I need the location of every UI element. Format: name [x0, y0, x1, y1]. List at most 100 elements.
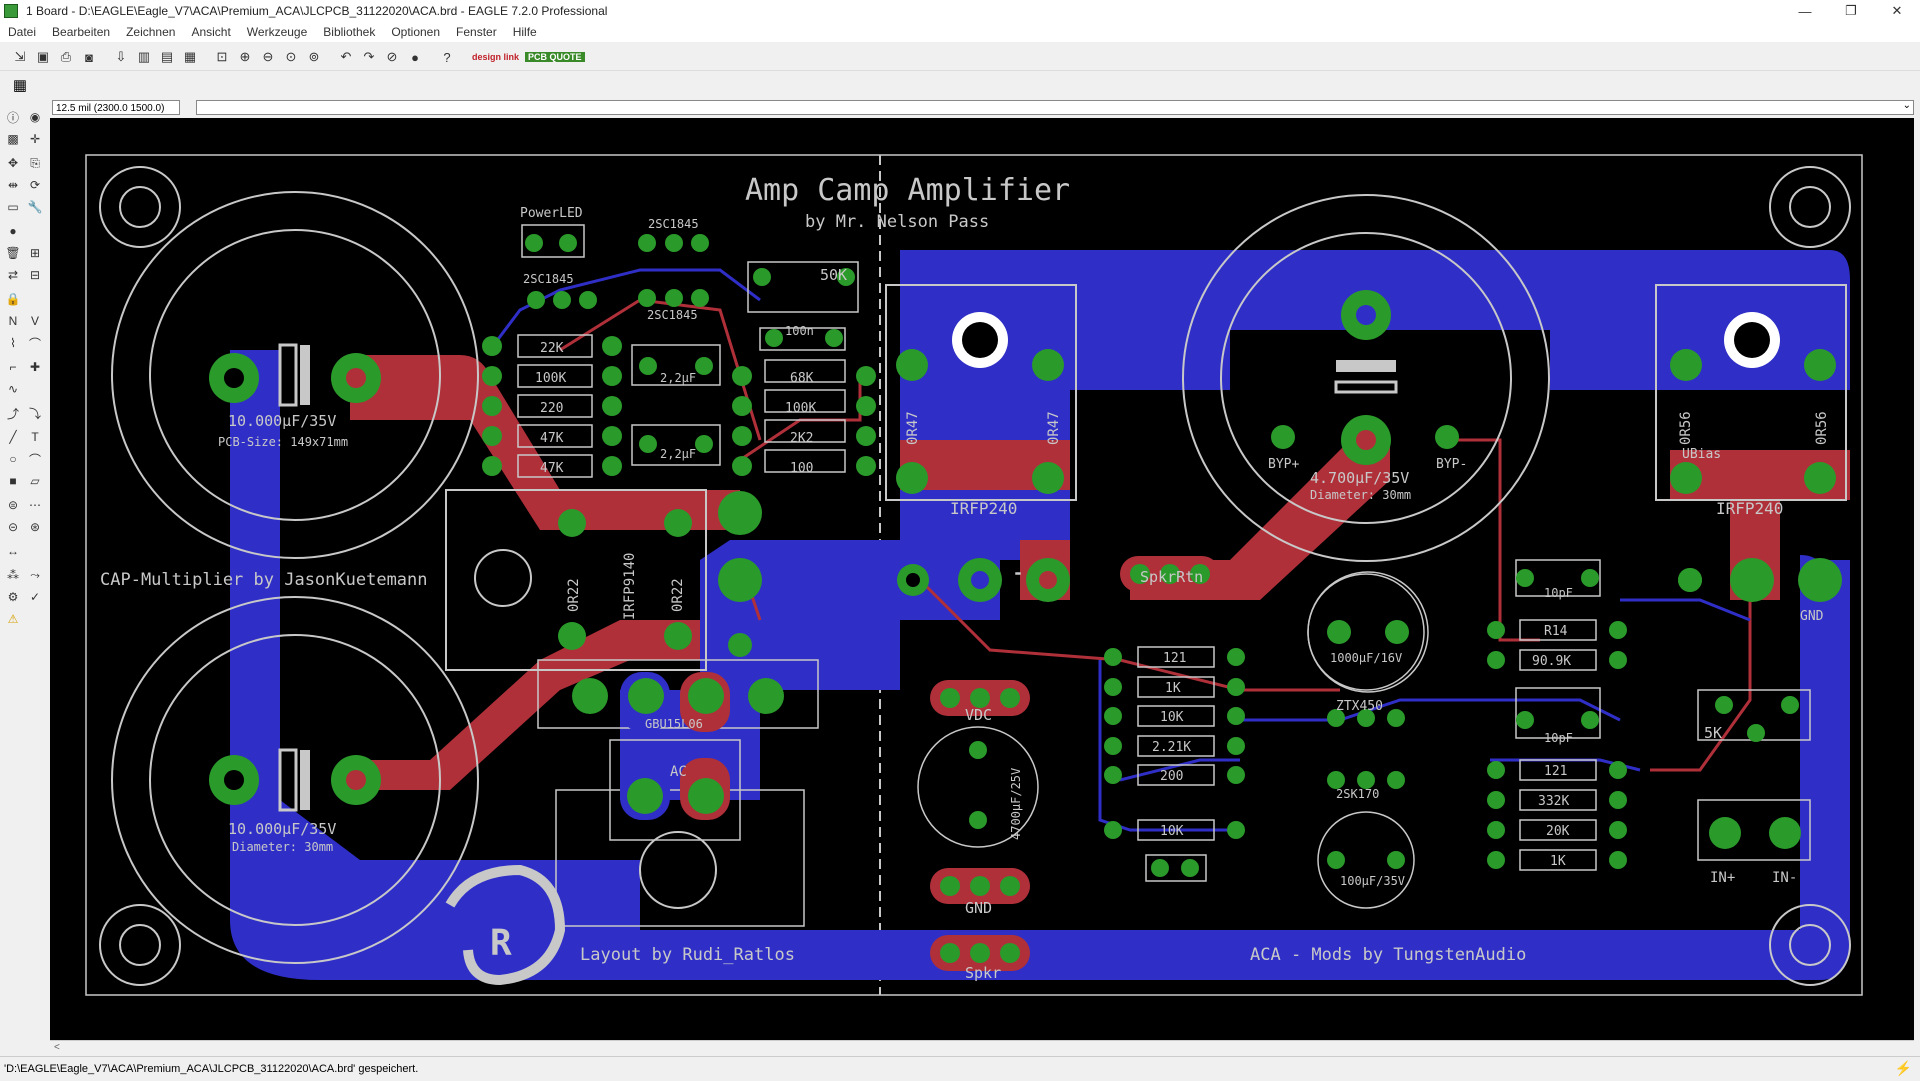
ratsnest-icon[interactable]: ⁂ [7, 568, 19, 582]
horizontal-scrollbar[interactable]: < [50, 1040, 1914, 1057]
menu-ansicht[interactable]: Ansicht [191, 25, 231, 39]
split-icon[interactable]: ⌇ [10, 336, 16, 350]
mirror-icon[interactable]: ⇹ [7, 178, 19, 192]
copy-icon[interactable]: ⎘ [30, 155, 40, 170]
signal-icon[interactable]: ⋯ [29, 498, 41, 512]
menu-datei[interactable]: Datei [8, 25, 37, 39]
dimension-icon[interactable]: ↔ [7, 544, 19, 558]
mark-icon[interactable]: ✛ [29, 132, 41, 146]
ripup-icon[interactable]: ⤵ [28, 406, 41, 421]
mounting-holes [99, 166, 1851, 986]
zoom-select-icon[interactable]: ⊚ [308, 49, 320, 64]
board-icon[interactable]: ▤ [160, 49, 174, 64]
tool-palette: ⓘ ◉ ▩ ✛ ✥ ⎘ ⇹ ⟳ ▭ 🔧 ● 🗑 ⊞ ⇄ ⊟ 🔒 N V ⌇ ⌒ … [0, 108, 50, 1040]
smash-icon[interactable]: ✚ [29, 360, 41, 374]
paste-icon[interactable]: ● [9, 224, 17, 238]
c100u-label: 100µF/35V [1340, 874, 1405, 888]
designlink-button[interactable]: design link [472, 52, 520, 62]
info-icon[interactable]: ⓘ [6, 110, 19, 125]
r056-b-label: 0R56 [1814, 411, 1830, 445]
display-icon[interactable]: ▩ [7, 132, 19, 146]
value-icon[interactable]: V [30, 314, 39, 328]
help-icon[interactable]: ? [443, 49, 451, 65]
irfp-right-label: IRFP240 [1716, 499, 1783, 518]
miter-icon[interactable]: ⌒ [28, 336, 41, 351]
autorouter-icon[interactable]: ⤳ [30, 567, 40, 582]
zoom-in-icon[interactable]: ⊕ [239, 49, 251, 64]
open-icon[interactable]: ⇲ [14, 49, 26, 64]
group-icon[interactable]: ▭ [7, 200, 19, 214]
grid-bar: ▦ [0, 70, 1920, 99]
rect-icon[interactable]: ■ [9, 474, 17, 488]
meander-icon[interactable]: ∿ [7, 382, 19, 396]
r121-a-label: 121 [1163, 651, 1186, 666]
r056-a-label: 0R56 [1678, 411, 1694, 445]
change-icon[interactable]: 🔧 [27, 200, 43, 214]
menu-zeichnen[interactable]: Zeichnen [126, 25, 176, 39]
zoom-redraw-icon[interactable]: ⊙ [285, 49, 297, 64]
zoom-fit-icon[interactable]: ⊡ [216, 49, 228, 64]
rotate-icon[interactable]: ⟳ [29, 178, 41, 192]
route-icon[interactable]: ⤴ [6, 406, 19, 421]
trace-top-2 [350, 620, 700, 790]
lock-part-icon[interactable]: ⊟ [29, 268, 41, 282]
redo-icon[interactable]: ↷ [363, 49, 375, 64]
status-indicator-icon[interactable]: ⚡ [1894, 1060, 1912, 1076]
mosfet-outlines [445, 284, 1847, 671]
add-icon[interactable]: ⊞ [29, 246, 41, 260]
menu-hilfe[interactable]: Hilfe [512, 25, 537, 39]
ulp-icon[interactable]: ⇩ [115, 49, 127, 64]
scroll-left-icon[interactable]: < [54, 1042, 60, 1053]
name-icon[interactable]: N [8, 314, 18, 328]
stop-icon[interactable]: ⊘ [386, 49, 398, 64]
hole-icon[interactable]: ⊝ [7, 520, 19, 534]
schematic-icon[interactable]: ▦ [183, 49, 197, 64]
via-icon[interactable]: ⊜ [7, 498, 19, 512]
minimize-button[interactable]: — [1798, 3, 1812, 19]
replace-icon[interactable]: ⇄ [7, 268, 19, 282]
r100k-b-label: 100K [785, 401, 816, 416]
save-icon[interactable]: ▣ [36, 49, 50, 64]
close-button[interactable]: ✕ [1891, 3, 1903, 18]
polygon-icon[interactable]: ▱ [30, 474, 40, 488]
pcb-drawing[interactable]: R Amp Camp Amplifier by Mr. Nelson Pass … [50, 118, 1914, 1040]
vertical-scrollbar[interactable] [1914, 118, 1920, 1040]
mosfet-holes [474, 312, 1780, 607]
erc-icon[interactable]: ⚙ [7, 590, 19, 604]
arc-icon[interactable]: ⌒ [28, 452, 41, 467]
menu-bearbeiten[interactable]: Bearbeiten [52, 25, 111, 39]
lock-icon[interactable]: 🔒 [5, 292, 21, 306]
menu-bibliothek[interactable]: Bibliothek [323, 25, 376, 39]
board-canvas[interactable]: R Amp Camp Amplifier by Mr. Nelson Pass … [50, 118, 1914, 1040]
q1-label: 2SC1845 [648, 217, 699, 231]
cam-icon[interactable]: ◙ [85, 49, 93, 65]
circle-icon[interactable]: ○ [9, 452, 17, 466]
vdc-label: VDC [965, 706, 992, 724]
wire-icon[interactable]: ╱ [9, 430, 17, 444]
r909k-label: 90.9K [1532, 654, 1571, 669]
optimize-icon[interactable]: ⌐ [9, 360, 17, 374]
grid-icon[interactable]: ▦ [12, 77, 28, 94]
chevron-down-icon[interactable]: ⌄ [1902, 100, 1911, 111]
layout-credit: Layout by Rudi_Ratlos [580, 945, 795, 965]
move-icon[interactable]: ✥ [7, 156, 19, 170]
text-icon[interactable]: T [31, 430, 39, 444]
pcbquote-button[interactable]: PCB QUOTE [525, 52, 585, 62]
command-line-input[interactable]: ⌄ [196, 100, 1914, 115]
r221k-label: 2.21K [1152, 740, 1191, 755]
script-icon[interactable]: ▥ [137, 49, 151, 64]
menu-fenster[interactable]: Fenster [456, 25, 497, 39]
print-icon[interactable]: ⎙ [60, 49, 72, 64]
zoom-out-icon[interactable]: ⊖ [262, 49, 274, 64]
resistor-outlines-left [517, 224, 859, 478]
go-icon[interactable]: ● [411, 49, 419, 65]
attribute-icon[interactable]: ⊛ [29, 520, 41, 534]
errors-icon[interactable]: ⚠ [7, 612, 19, 626]
delete-icon[interactable]: 🗑 [5, 246, 21, 260]
menu-werkzeuge[interactable]: Werkzeuge [246, 25, 308, 39]
drc-icon[interactable]: ✓ [29, 590, 41, 604]
show-icon[interactable]: ◉ [29, 110, 41, 124]
maximize-button[interactable]: ❐ [1845, 3, 1857, 18]
undo-icon[interactable]: ↶ [340, 49, 352, 64]
menu-optionen[interactable]: Optionen [391, 25, 441, 39]
